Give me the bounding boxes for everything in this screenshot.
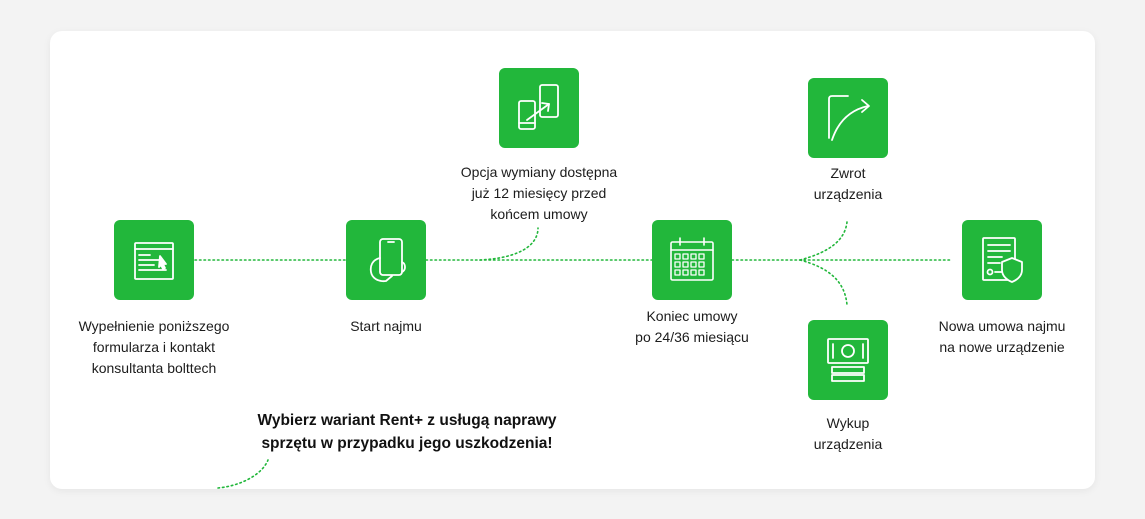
cash-buyout-icon-box <box>808 320 888 400</box>
note-branch <box>217 459 269 489</box>
cash-buyout-icon <box>827 338 869 382</box>
step-label-buyout: Wykup urządzenia <box>813 415 883 452</box>
rent-plus-note: Wybierz wariant Rent+ z usługą naprawy s… <box>257 412 557 452</box>
step-label-start: Start najmu <box>350 318 422 334</box>
step-label-form: Wypełnienie poniższego formularza i kont… <box>78 318 230 376</box>
form-icon-box <box>114 220 194 300</box>
step-label-exchange: Opcja wymiany dostępna już 12 miesięcy p… <box>460 164 618 222</box>
return-phone-icon <box>828 95 870 141</box>
hand-phone-icon-box <box>346 220 426 300</box>
calendar-icon-box <box>652 220 732 300</box>
step-label-return: Zwrot urządzenia <box>813 165 883 202</box>
step-label-new-contract: Nowa umowa najmu na nowe urządzenie <box>938 318 1066 355</box>
calendar-icon <box>670 237 714 281</box>
return-phone-icon-box <box>808 78 888 158</box>
phone-swap-icon <box>518 84 559 130</box>
exchange-branch <box>479 227 539 261</box>
hand-phone-icon <box>369 238 406 283</box>
step-label-end: Koniec umowy po 24/36 miesiącu <box>635 308 749 345</box>
return-branch <box>799 221 848 261</box>
phone-swap-icon-box <box>499 68 579 148</box>
contract-shield-icon <box>982 237 1023 283</box>
contract-shield-icon-box <box>962 220 1042 300</box>
form-icon <box>134 242 174 280</box>
buyout-branch <box>799 259 848 306</box>
